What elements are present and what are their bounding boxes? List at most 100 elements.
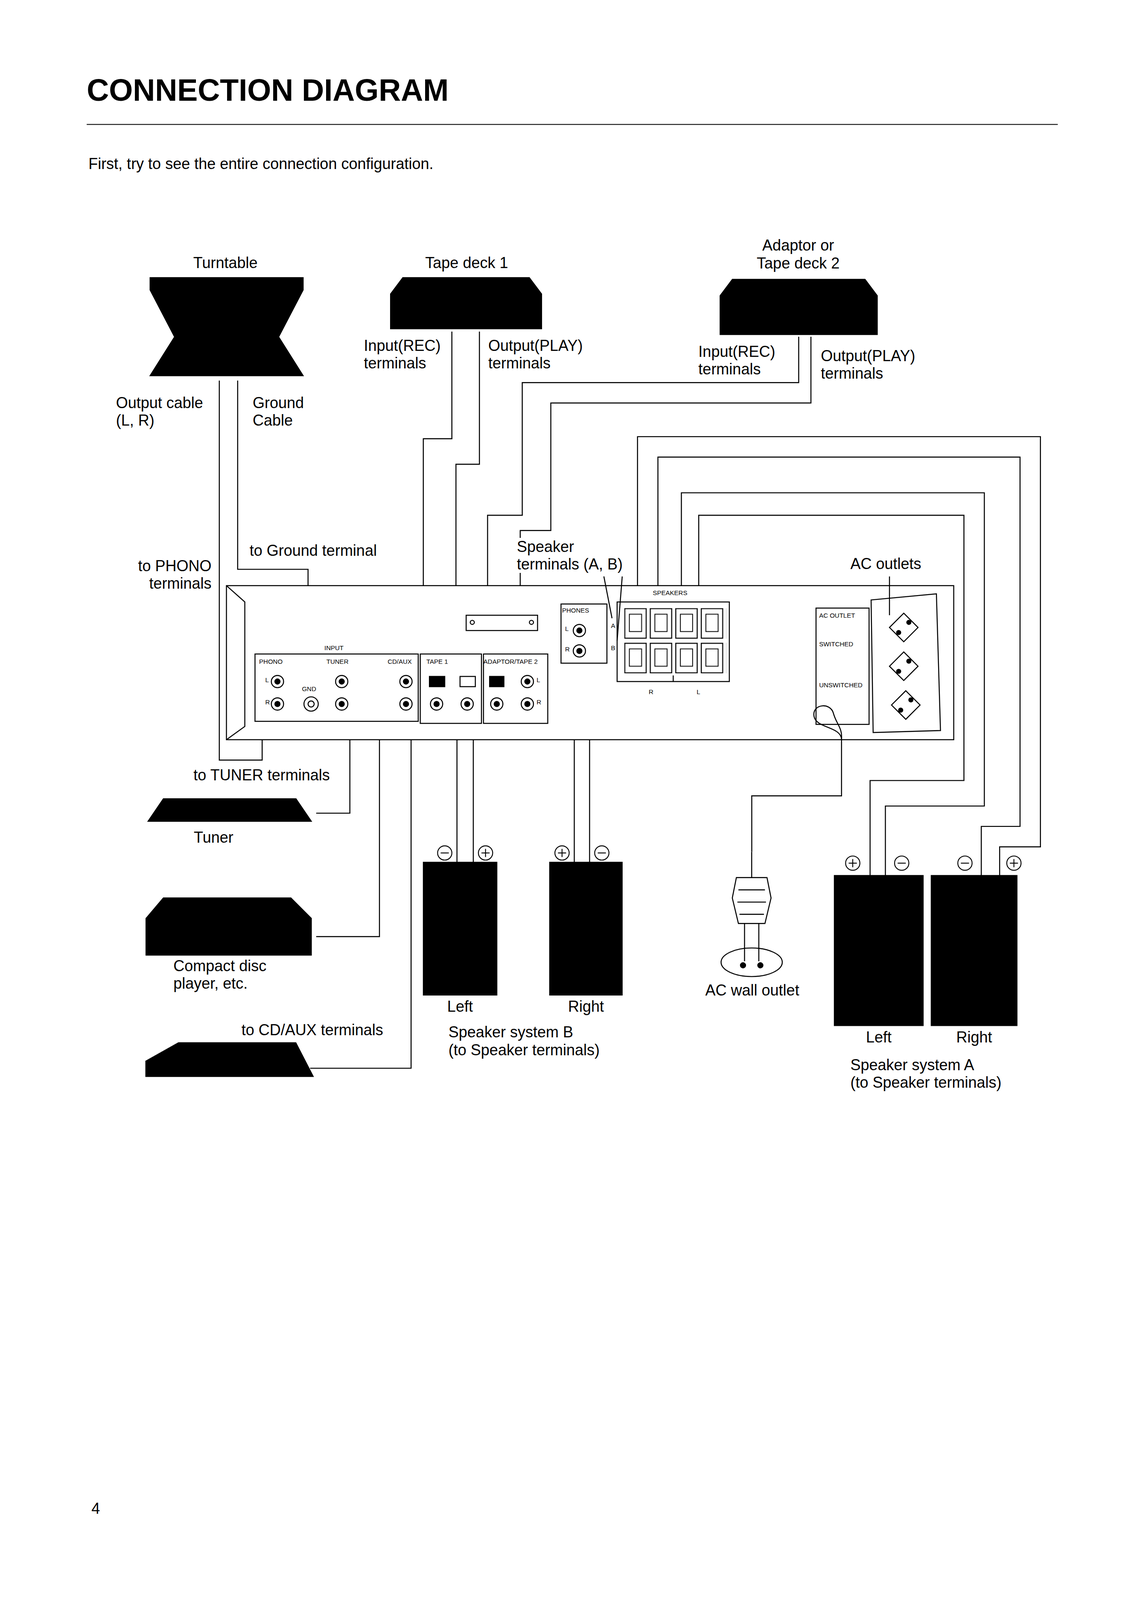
ac-outlet-panel [896, 630, 901, 635]
callout-label: Input(REC) terminals [361, 336, 443, 373]
cd-aux-wire [310, 739, 412, 1069]
polarity-symbol [1013, 858, 1015, 867]
callout-label: Speaker system A (to Speaker terminals) [848, 1055, 1003, 1092]
amplifier-rear-panel [470, 620, 475, 625]
device-outline [740, 962, 764, 968]
rca-jack [399, 675, 413, 688]
device-outline [719, 279, 878, 335]
turntable: Turntable [142, 250, 309, 381]
polarity-symbol [894, 855, 909, 870]
polarity-symbol [957, 855, 972, 870]
speaker: Right [549, 862, 623, 1016]
panel-marking: B [611, 644, 616, 652]
power-cord-loop [813, 705, 842, 740]
connection-cable [487, 336, 799, 586]
amplifier-panel: INPUTPHONOGNDLRTUNERCD/AUXTAPE 1ADAPTOR/… [226, 585, 954, 740]
connection-cable [455, 331, 480, 586]
callout-label: to PHONO terminals [136, 556, 213, 593]
ac-outlet-panel [906, 620, 912, 625]
device-label: Right [956, 1028, 992, 1046]
node-shape [834, 875, 924, 1026]
ac-outlet-panel [871, 593, 941, 733]
node-shape [423, 862, 497, 1016]
title-rule [86, 124, 1058, 126]
rca-jack [271, 697, 284, 711]
phones-jack [573, 624, 586, 637]
ac-outlet-panel [906, 658, 912, 664]
amplifier-rear-panel [529, 620, 534, 625]
phones-jack [573, 644, 586, 657]
callout-label: to Ground terminal [247, 541, 379, 560]
device-outline [423, 862, 497, 995]
rca-jack [399, 697, 413, 711]
connection-cable [573, 739, 575, 863]
panel-marking: R [536, 698, 542, 706]
connection-cable [588, 739, 590, 863]
amplifier-rear-panel [483, 653, 549, 724]
ac-outlet-panel [896, 669, 901, 674]
device-outline [390, 277, 542, 329]
panel-marking: TUNER [326, 658, 349, 666]
polarity-symbol [561, 848, 563, 857]
ac-outlet-panel [889, 612, 919, 642]
page-number: 4 [89, 1499, 102, 1517]
node-shape [931, 875, 1018, 1049]
callout-label: Speaker terminals (A, B) [515, 537, 625, 574]
node-shape [423, 862, 497, 995]
callout-label: AC outlets [848, 554, 923, 573]
phones-jack [561, 603, 608, 664]
panel-marking: L [265, 676, 269, 684]
panel-marking: L [536, 676, 540, 684]
connection-cable [658, 457, 1021, 876]
node-shape [549, 862, 623, 1016]
speaker: Right [931, 875, 1018, 1049]
polarity-symbol [897, 862, 906, 864]
callout-label: Output(PLAY) terminals [819, 346, 917, 383]
title-rule [86, 123, 1058, 125]
rca-jack [335, 697, 348, 711]
node-shape [149, 277, 303, 376]
tape-deck: Tape deck 1 [387, 250, 546, 332]
panel-marking: UNSWITCHED [819, 681, 863, 689]
device-outline [931, 875, 1018, 1026]
phones-jack [577, 648, 583, 654]
device-label: Tuner [193, 828, 234, 846]
node-shape [549, 862, 623, 995]
illustration [86, 124, 1058, 1077]
device-label: Tape deck 1 [425, 253, 508, 272]
ac-outlet-panel [891, 690, 921, 720]
callout-label: to TUNER terminals [191, 766, 332, 784]
rca-jack [521, 697, 534, 711]
device-label: AC wall outlet [705, 981, 800, 999]
rca-jack [524, 679, 531, 685]
polarity-symbol [594, 845, 609, 860]
node-shape [145, 897, 312, 955]
callout-label: Output cable (L, R) [114, 393, 205, 430]
node-shape [148, 798, 312, 822]
phones-jack [561, 603, 608, 664]
cd-player: Compact disc player, etc. [142, 893, 317, 996]
device-outline [149, 277, 303, 376]
polarity-symbol [478, 845, 493, 860]
panel-marking: L [696, 688, 700, 696]
rca-jack [494, 701, 500, 707]
panel-marking: SPEAKERS [652, 589, 688, 597]
cd-aux-wire [310, 739, 412, 1069]
polarity-symbol [437, 845, 452, 860]
panel-marking: CD/AUX [387, 658, 412, 666]
connection-cable [472, 739, 474, 863]
tape-deck: Adaptor or Tape deck 2 [714, 236, 883, 337]
polarity-symbol [554, 845, 569, 860]
polarity-symbol [485, 848, 487, 857]
rca-jack [429, 676, 445, 687]
amplifier-rear-panel [226, 585, 245, 740]
device-outline [737, 889, 767, 914]
ground-terminal [303, 696, 318, 711]
tuner: Tuner [142, 795, 317, 849]
rca-jack [460, 697, 474, 711]
polarity-symbol [437, 845, 1021, 870]
rca-jack [430, 697, 444, 711]
device-label: Left [447, 997, 473, 1015]
